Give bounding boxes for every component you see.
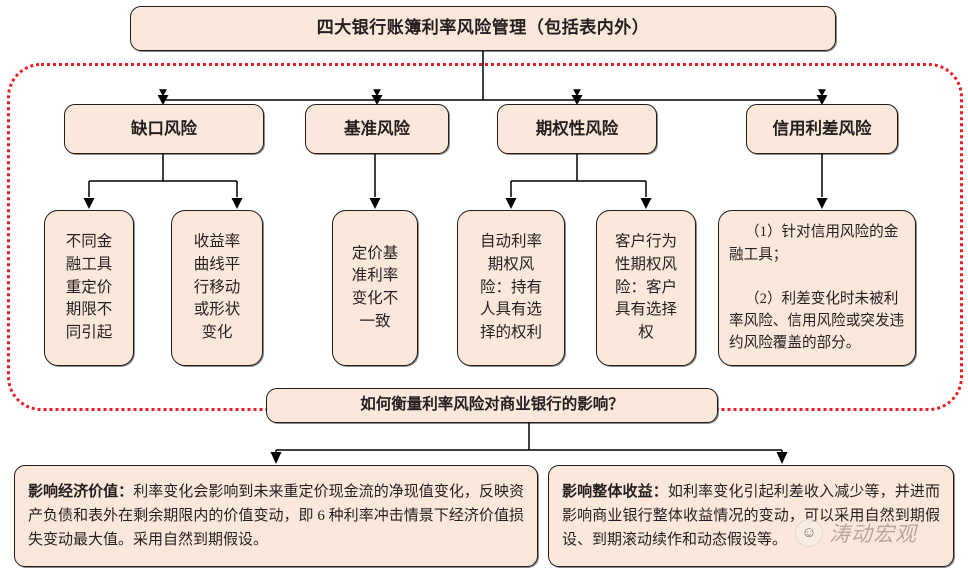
bottom-body-label: 利率变化会影响到未来重定价现金流的净现值变化，反映资产负债和表外在剩余期限内的价… — [28, 483, 524, 549]
node-question-label: 如何衡量利率风险对商业银行的影响？ — [360, 396, 624, 414]
node-leaf-label: 收益率 曲线平 行移动 或形状 变化 — [193, 233, 241, 341]
credit-spread-item-1: （1）针对信用风险的金融工具； — [729, 224, 899, 263]
node-leaf-yield-curve: 收益率 曲线平 行移动 或形状 变化 — [171, 210, 263, 366]
node-category-basis-risk: 基准风险 — [305, 104, 449, 154]
node-overall-earnings-impact: 影响整体收益：如利率变化引起利差收入减少等，并进而影响商业银行整体收益情况的变动… — [548, 465, 954, 567]
node-leaf-label: 自动利率 期权风 险：持有 人具有选 择的权利 — [479, 233, 542, 341]
node-question: 如何衡量利率风险对商业银行的影响？ — [266, 388, 718, 423]
node-leaf-label: 不同金 融工具 重定价 期限不 同引起 — [65, 233, 113, 341]
node-category-credit-spread-risk: 信用利差风险 — [746, 104, 898, 154]
node-leaf-label: 客户行为 性期权风 险：客户 具有选择 权 — [614, 233, 677, 341]
node-leaf-benchmark-rate: 定价基 准利率 变化不 一致 — [332, 210, 418, 366]
node-title: 四大银行账簿利率风险管理（包括表内外） — [130, 6, 836, 51]
bottom-body-label: 如利率变化引起利差收入减少等，并进而影响商业银行整体收益情况的变动，可以采用自然… — [562, 483, 940, 549]
node-category-gap-risk: 缺口风险 — [64, 104, 264, 154]
node-leaf-repricing-tenor: 不同金 融工具 重定价 期限不 同引起 — [44, 210, 134, 366]
node-leaf-automatic-option: 自动利率 期权风 险：持有 人具有选 择的权利 — [457, 210, 565, 366]
node-category-label: 期权性风险 — [535, 118, 619, 138]
node-title-label: 四大银行账簿利率风险管理（包括表内外） — [316, 18, 650, 38]
node-leaf-credit-spread-detail: （1）针对信用风险的金融工具； （2）利差变化时未被利率风险、信用风险或突发违约… — [718, 210, 916, 366]
node-leaf-behavioral-option: 客户行为 性期权风 险：客户 具有选择 权 — [596, 210, 696, 366]
node-category-label: 缺口风险 — [131, 118, 197, 138]
bottom-lead-label: 影响经济价值： — [28, 483, 134, 500]
node-category-label: 基准风险 — [344, 118, 410, 138]
node-category-label: 信用利差风险 — [772, 118, 872, 138]
credit-spread-item-2: （2）利差变化时未被利率风险、信用风险或突发违约风险覆盖的部分。 — [729, 291, 905, 352]
bottom-lead-label: 影响整体收益： — [562, 483, 668, 500]
node-leaf-label: 定价基 准利率 变化不 一致 — [351, 244, 399, 330]
node-category-option-risk: 期权性风险 — [497, 104, 657, 154]
node-economic-value-impact: 影响经济价值：利率变化会影响到未来重定价现金流的净现值变化，反映资产负债和表外在… — [14, 465, 538, 567]
